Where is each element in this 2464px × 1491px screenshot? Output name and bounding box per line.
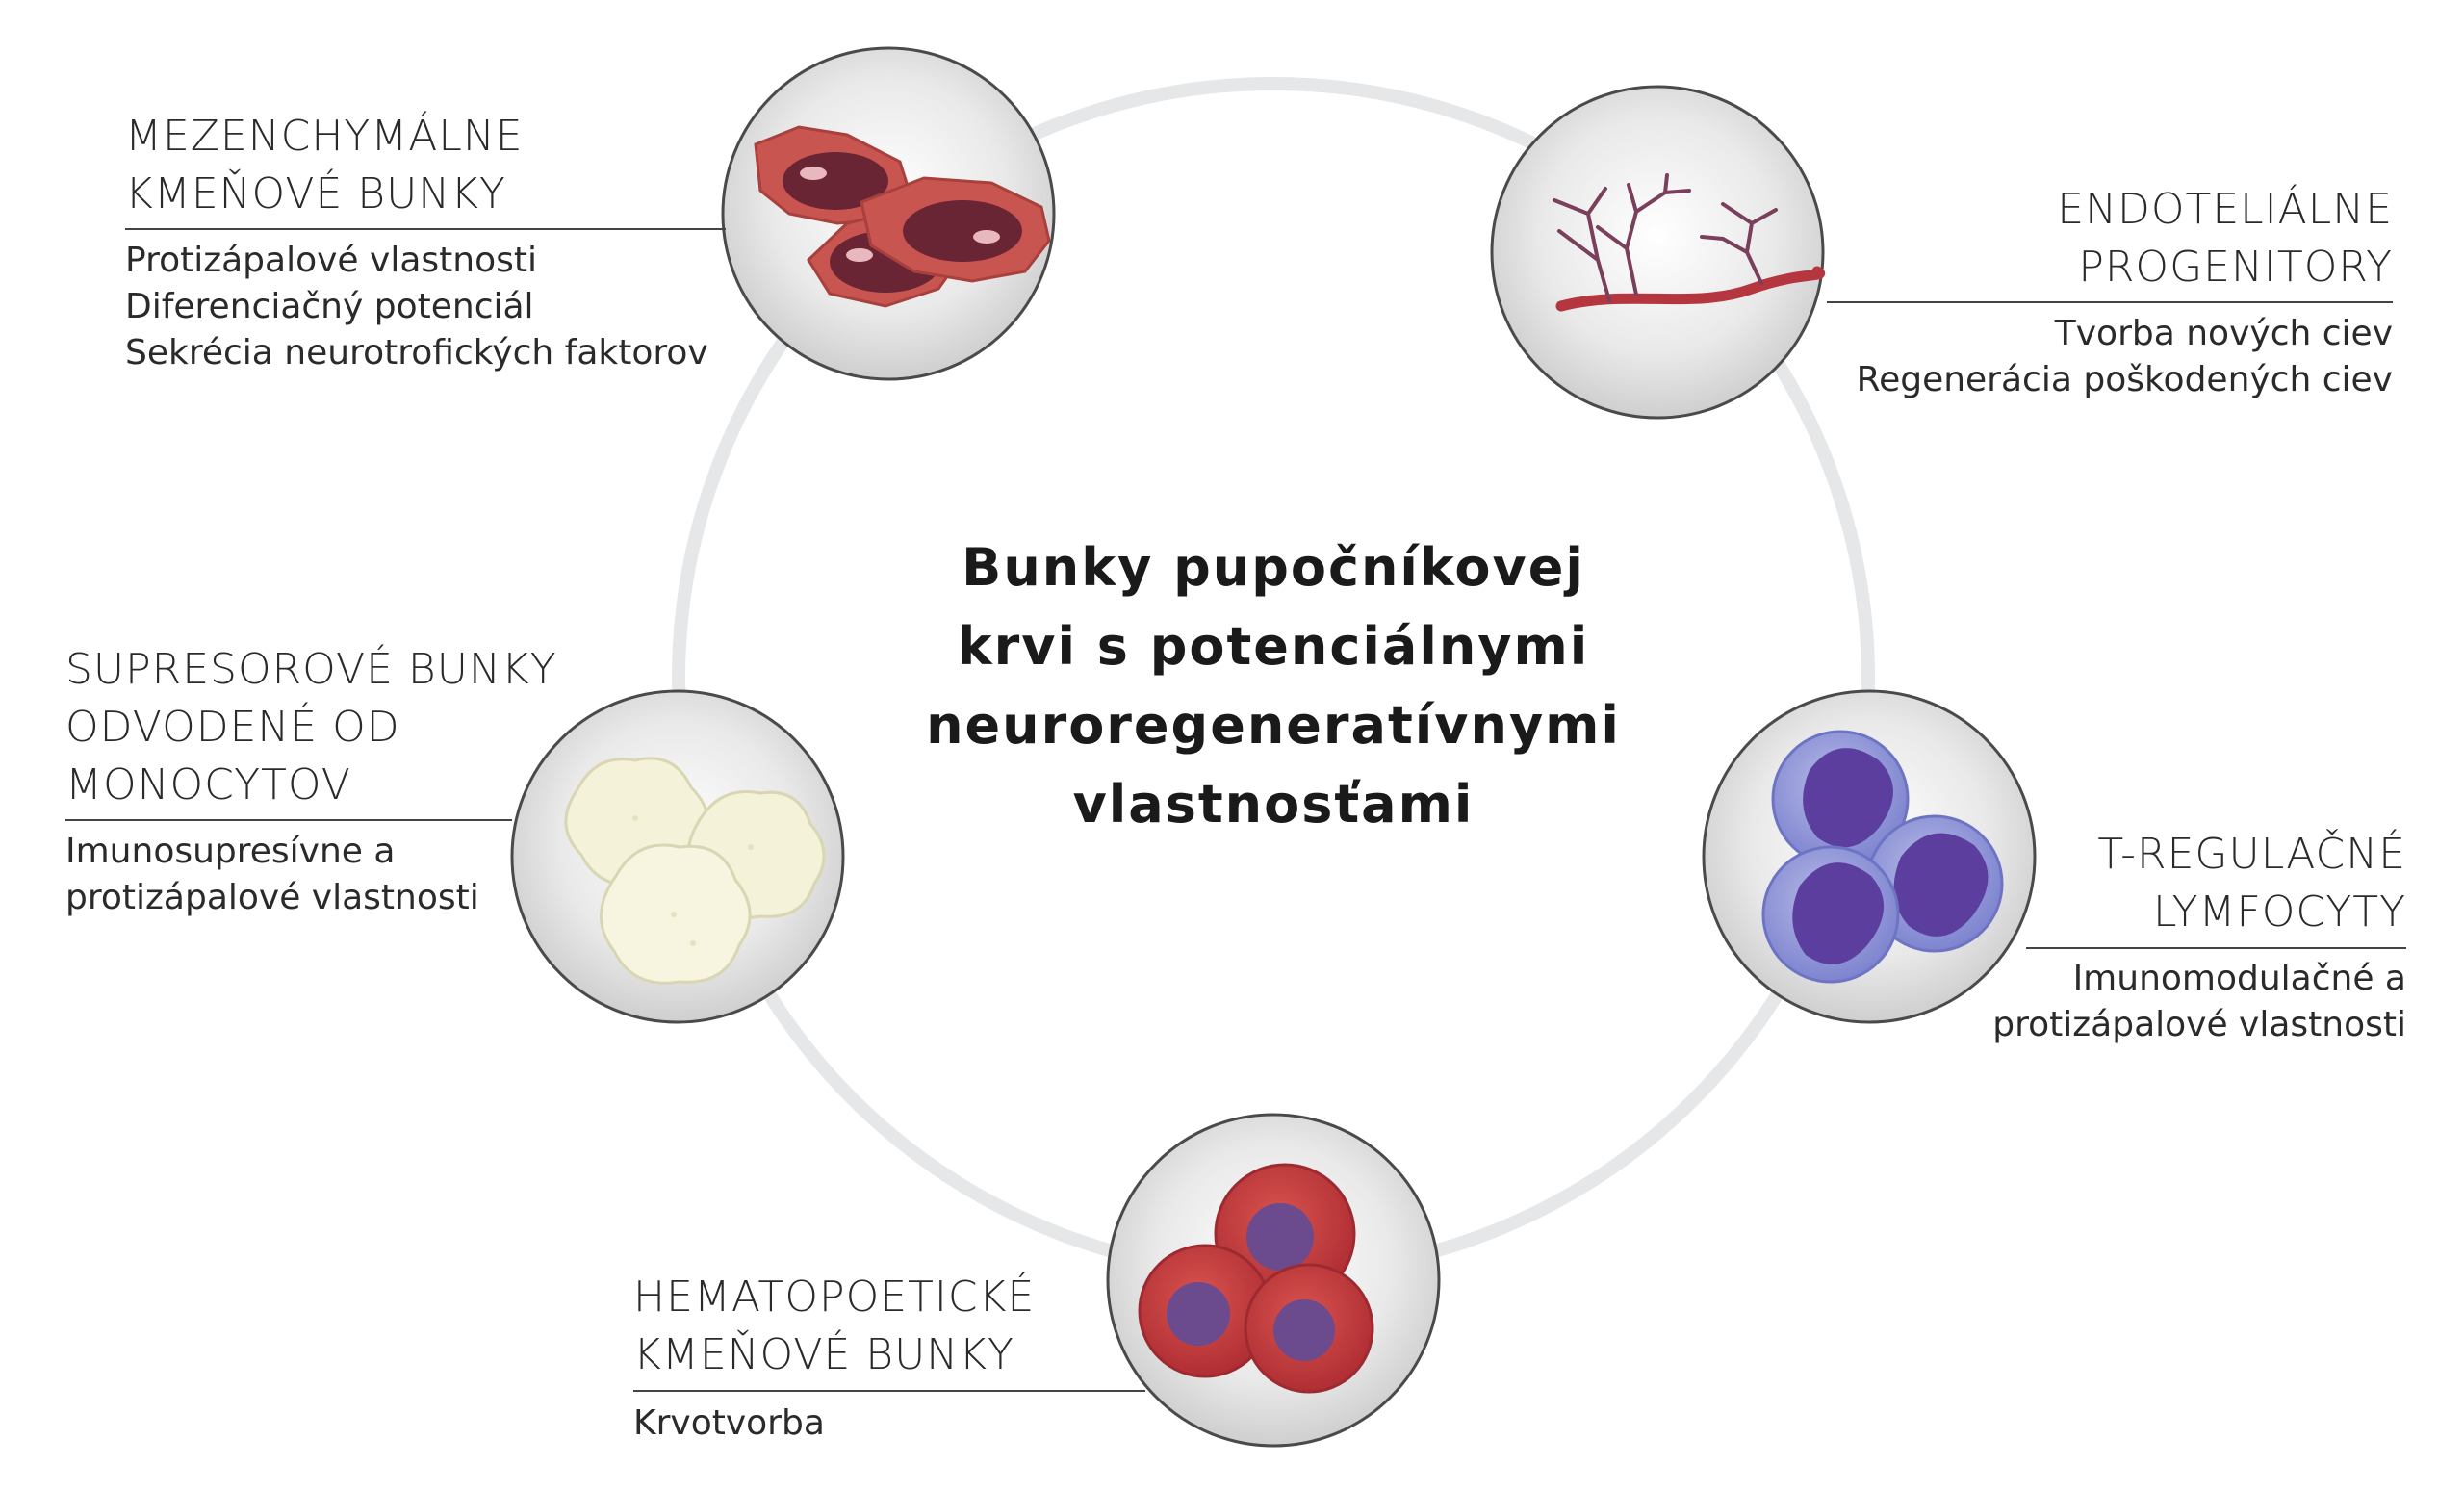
msc-title-line-2: KMEŇOVÉ BUNKY	[125, 167, 506, 219]
hsc-title-line-1: HEMATOPOETICKÉ	[633, 1271, 1035, 1322]
epc-bubble	[1490, 85, 1825, 420]
mds-item-1: Imunosupresívne a	[65, 832, 395, 871]
treg-item-1: Imunomodulačné a	[2073, 959, 2406, 998]
node-t-regulatory-lymphocytes: T-REGULAČNÉ LYMFOCYTY Imunomodulačné a p…	[1702, 689, 2406, 1044]
mds-item-2: protizápalové vlastnosti	[65, 878, 479, 917]
treg-item-2: protizápalové vlastnosti	[1992, 1005, 2406, 1044]
mds-title-line-1: SUPRESOROVÉ BUNKY	[65, 643, 557, 694]
epc-title-line-1: ENDOTELIÁLNE	[2057, 183, 2393, 234]
mds-title-line-2: ODVODENÉ OD	[65, 701, 400, 752]
lymphocyte-cells-icon	[1761, 730, 2004, 984]
msc-cells-icon	[754, 125, 1051, 308]
msc-item-3: Sekrécia neurotrofických faktorov	[125, 333, 708, 373]
msc-item-1: Protizápalové vlastnosti	[125, 241, 537, 280]
node-endothelial-progenitors: ENDOTELIÁLNE PROGENITORY Tvorba nových c…	[1490, 85, 2393, 420]
node-mesenchymal-stem-cells: MEZENCHYMÁLNE KMEŇOVÉ BUNKY Protizápalov…	[125, 46, 1056, 381]
epc-item-1: Tvorba nových ciev	[2054, 314, 2393, 353]
node-monocyte-derived-suppressor-cells: SUPRESOROVÉ BUNKY ODVODENÉ OD MONOCYTOV …	[65, 643, 845, 1024]
vessel-icon	[1553, 173, 1825, 312]
node-hematopoietic-stem-cells: HEMATOPOETICKÉ KMEŇOVÉ BUNKY Krvotvorba	[633, 1113, 1441, 1448]
monocyte-cells-icon	[564, 757, 826, 985]
msc-title-line-1: MEZENCHYMÁLNE	[125, 110, 524, 161]
msc-item-2: Diferenciačný potenciál	[125, 287, 534, 326]
mds-title-line-3: MONOCYTOV	[65, 760, 351, 810]
stem-cells-icon	[1138, 1163, 1374, 1394]
treg-title-line-2: LYMFOCYTY	[2153, 887, 2406, 937]
center-title-line-3: neuroregeneratívnymi	[926, 695, 1621, 756]
center-title-line-4: vlastnosťami	[1073, 774, 1475, 835]
epc-title-line-2: PROGENITORY	[2078, 243, 2393, 292]
center-title: Bunky pupočníkovej krvi s potenciálnymi …	[926, 537, 1621, 835]
hsc-title-line-2: KMEŇOVÉ BUNKY	[633, 1328, 1014, 1379]
hsc-item-1: Krvotvorba	[633, 1403, 825, 1443]
epc-item-2: Regenerácia poškodených ciev	[1857, 360, 2393, 399]
treg-title-line-1: T-REGULAČNÉ	[2097, 828, 2406, 879]
center-title-line-1: Bunky pupočníkovej	[962, 537, 1585, 598]
center-title-line-2: krvi s potenciálnymi	[958, 616, 1590, 677]
